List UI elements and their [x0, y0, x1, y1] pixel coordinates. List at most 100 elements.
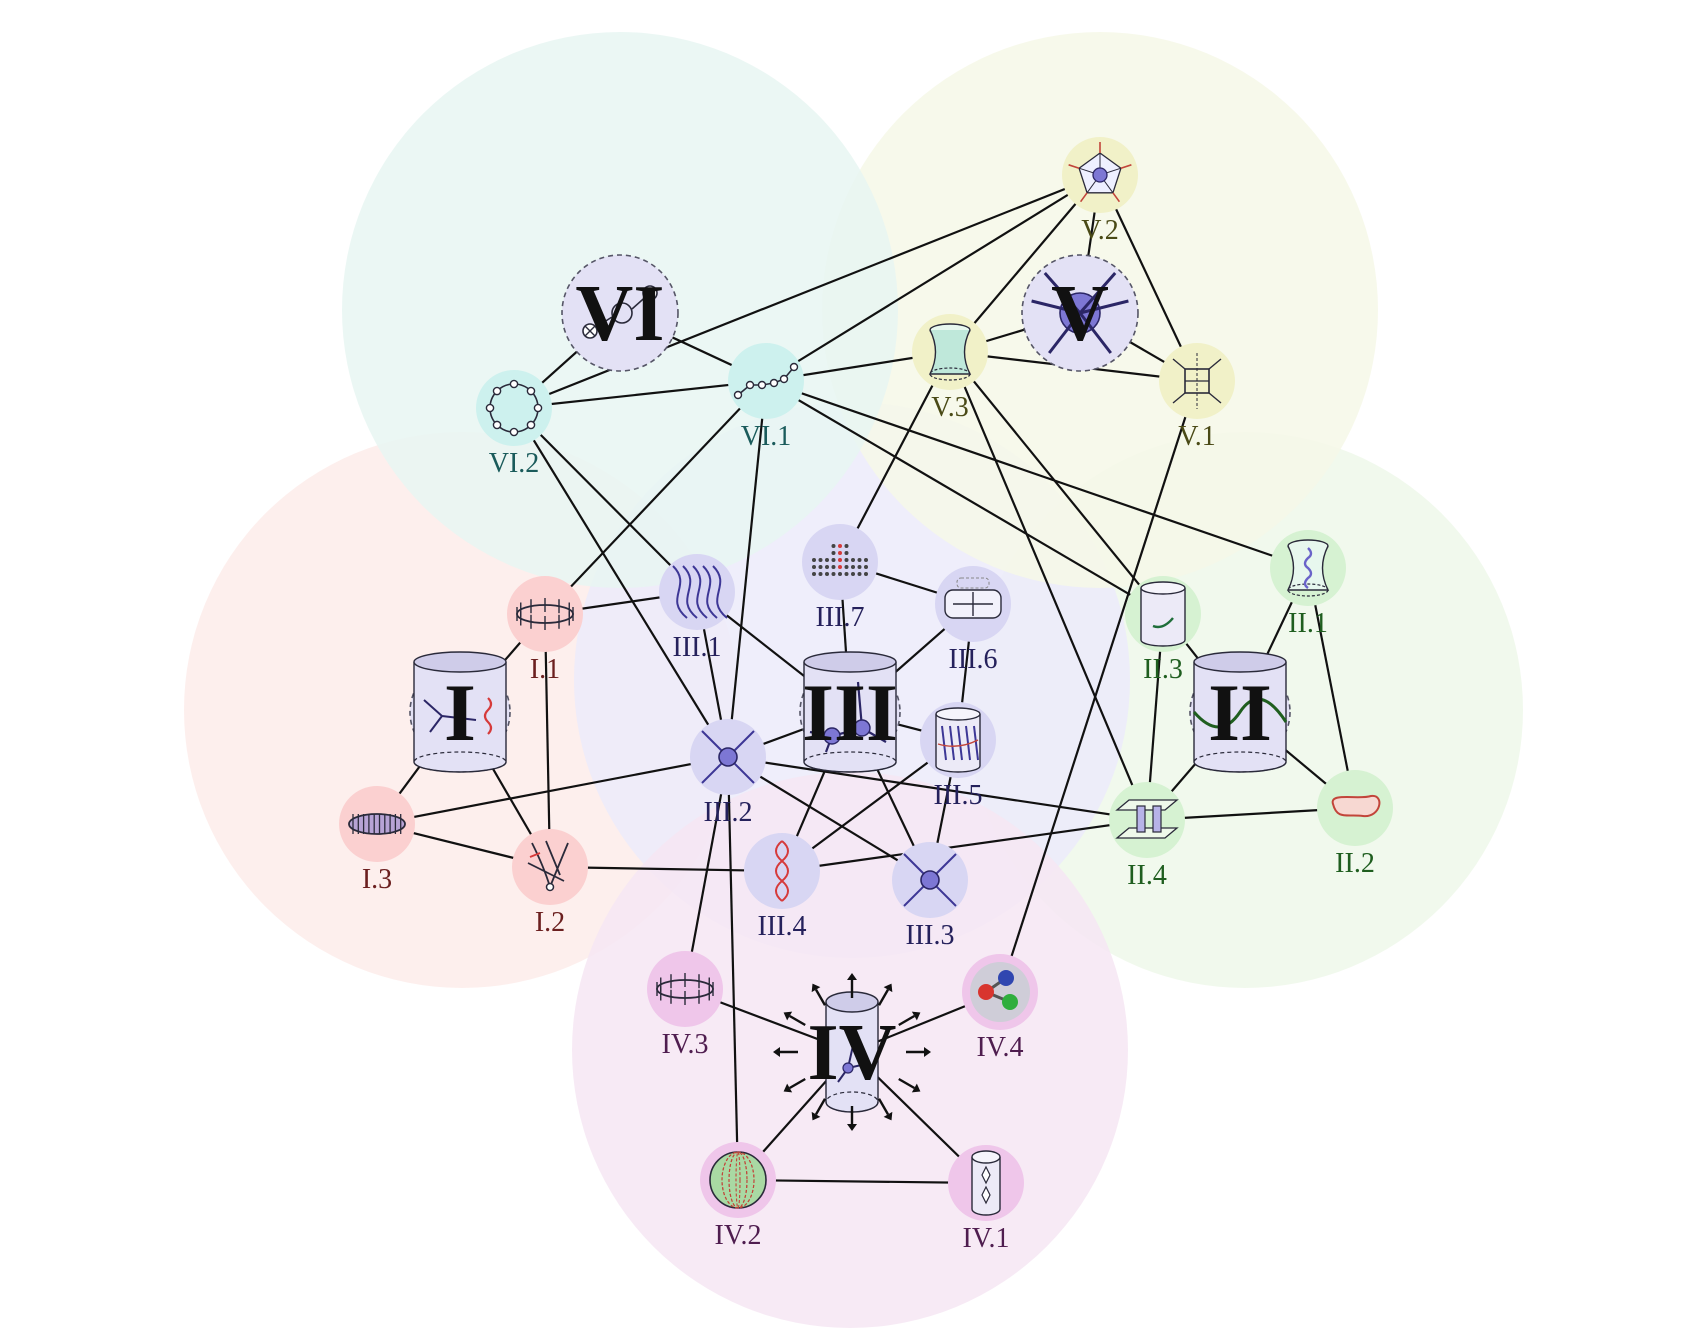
edge-VI.1-II.3: [765, 380, 1164, 615]
node-v-1[interactable]: V.1: [1159, 343, 1235, 452]
node-ii-3[interactable]: II.3: [1125, 576, 1201, 685]
hub-vi[interactable]: VI: [561, 254, 679, 372]
node-disk: [512, 829, 588, 905]
green-sphere-icon: [709, 1151, 767, 1209]
node-ii-4[interactable]: II.4: [1109, 782, 1185, 891]
node-label: VI.1: [741, 421, 792, 452]
node-vi-1[interactable]: VI.1: [728, 343, 804, 452]
node-disk: [659, 554, 735, 630]
sphere-vertex-icon: [1031, 272, 1129, 354]
edge-II.1-II.2: [1306, 567, 1357, 809]
node-label: V.2: [1081, 215, 1119, 246]
node-label: III.6: [949, 644, 998, 675]
hub-v[interactable]: V: [1021, 254, 1139, 372]
node-label: II.2: [1335, 848, 1375, 879]
hub-iii[interactable]: III: [799, 651, 901, 773]
ring-ticks-icon: [516, 598, 574, 630]
node-iii-5[interactable]: III.5: [920, 702, 996, 811]
node-label: V.1: [1178, 421, 1216, 452]
node-label: III.7: [816, 602, 865, 633]
node-ii-2[interactable]: II.2: [1317, 770, 1393, 879]
throat-icon: [928, 323, 972, 381]
hub-label: VI: [576, 270, 665, 358]
edge-III.2-III.3: [727, 756, 931, 881]
cylinder-arrows-icon: [773, 973, 931, 1131]
edge-I.1-I.2: [543, 613, 552, 868]
box-diagram-icon: [1172, 353, 1222, 409]
edge-V.1-IV.4: [998, 380, 1199, 993]
edge-III.4-II.4: [781, 818, 1148, 873]
node-i-3[interactable]: I.3: [339, 786, 415, 895]
node-label: III.4: [758, 911, 807, 942]
sideways-cylinder-icon: [944, 577, 1002, 619]
node-i-1[interactable]: I.1: [507, 576, 583, 685]
cylinder-vertices-icon: [803, 651, 897, 773]
edge-III.2-II.4: [727, 755, 1148, 822]
node-iv-2[interactable]: IV.2: [700, 1142, 776, 1251]
hub-label: III: [802, 667, 898, 758]
edge-V.2-V.3: [949, 174, 1101, 353]
node-label: III.3: [906, 920, 955, 951]
node-label: IV.3: [662, 1029, 709, 1060]
node-ii-1[interactable]: II.1: [1270, 530, 1346, 639]
node-disk: [507, 576, 583, 652]
edge-VI.1-II.1: [765, 379, 1309, 570]
node-v-3[interactable]: V.3: [912, 314, 988, 423]
node-label: I.2: [535, 907, 565, 938]
bead-ring-icon: [485, 379, 543, 437]
node-iii-4[interactable]: III.4: [744, 833, 820, 942]
node-label: VI.2: [489, 448, 540, 479]
pentagon-vertex-icon: [1068, 142, 1132, 203]
node-label: II.1: [1288, 608, 1328, 639]
node-i-2[interactable]: I.2: [512, 829, 588, 938]
plates-icon: [1115, 799, 1179, 839]
chain-icon: [733, 362, 799, 400]
node-label: IV.4: [977, 1032, 1024, 1063]
node-vi-2[interactable]: VI.2: [476, 370, 552, 479]
node-v-2[interactable]: V.2: [1062, 137, 1138, 246]
node-iv-1[interactable]: IV.1: [948, 1145, 1024, 1254]
node-iii-1[interactable]: III.1: [659, 554, 735, 663]
edge-VI.2-III.2: [513, 407, 729, 758]
hub-iv[interactable]: IV: [773, 973, 931, 1131]
node-label: I.1: [530, 654, 560, 685]
braids-icon: [672, 565, 728, 619]
disk-ticks-icon: [348, 813, 406, 835]
edge-V.3-II.3: [949, 351, 1164, 615]
node-iv-3[interactable]: IV.3: [647, 951, 723, 1060]
edge-VI.1-III.2: [726, 380, 768, 758]
throat-wave-icon: [1286, 539, 1330, 597]
loop-crosses-icon: [582, 285, 658, 339]
hub-ii[interactable]: II: [1189, 651, 1291, 773]
node-iii-7[interactable]: III.7: [802, 524, 878, 633]
edge-V.3-II.4: [948, 351, 1149, 821]
node-label: II.3: [1143, 654, 1183, 685]
hub-i[interactable]: I: [409, 651, 511, 773]
dot-lattice-icon: [812, 544, 868, 576]
node-label: III.1: [673, 632, 722, 663]
hub-label: IV: [808, 1009, 897, 1097]
node-label: IV.2: [715, 1220, 762, 1251]
node-iv-4[interactable]: IV.4: [962, 954, 1038, 1063]
node-iii-2[interactable]: III.2: [690, 719, 766, 828]
closed-loop-icon: [1331, 794, 1381, 818]
four-vertex-icon: [903, 853, 957, 907]
node-label: III.2: [704, 797, 753, 828]
node-label: V.3: [931, 392, 969, 423]
node-iii-6[interactable]: III.6: [935, 566, 1011, 675]
hub-label: I: [444, 667, 476, 758]
ring-ticks-icon: [656, 973, 714, 1005]
node-iii-3[interactable]: III.3: [892, 842, 968, 951]
edge-VI.2-III.1: [513, 407, 698, 593]
node-label: I.3: [362, 864, 392, 895]
cylinder-lines-icon: [935, 707, 981, 773]
edge-III.2-IV.2: [726, 756, 740, 1181]
edge-VI.2-VI.1: [513, 379, 767, 410]
branching-lines-icon: [527, 840, 569, 892]
edge-V.3-III.7: [839, 351, 951, 563]
node-disk: [1109, 782, 1185, 858]
edge-I.2-III.4: [549, 865, 783, 873]
cylinder-slits-icon: [971, 1150, 1001, 1216]
